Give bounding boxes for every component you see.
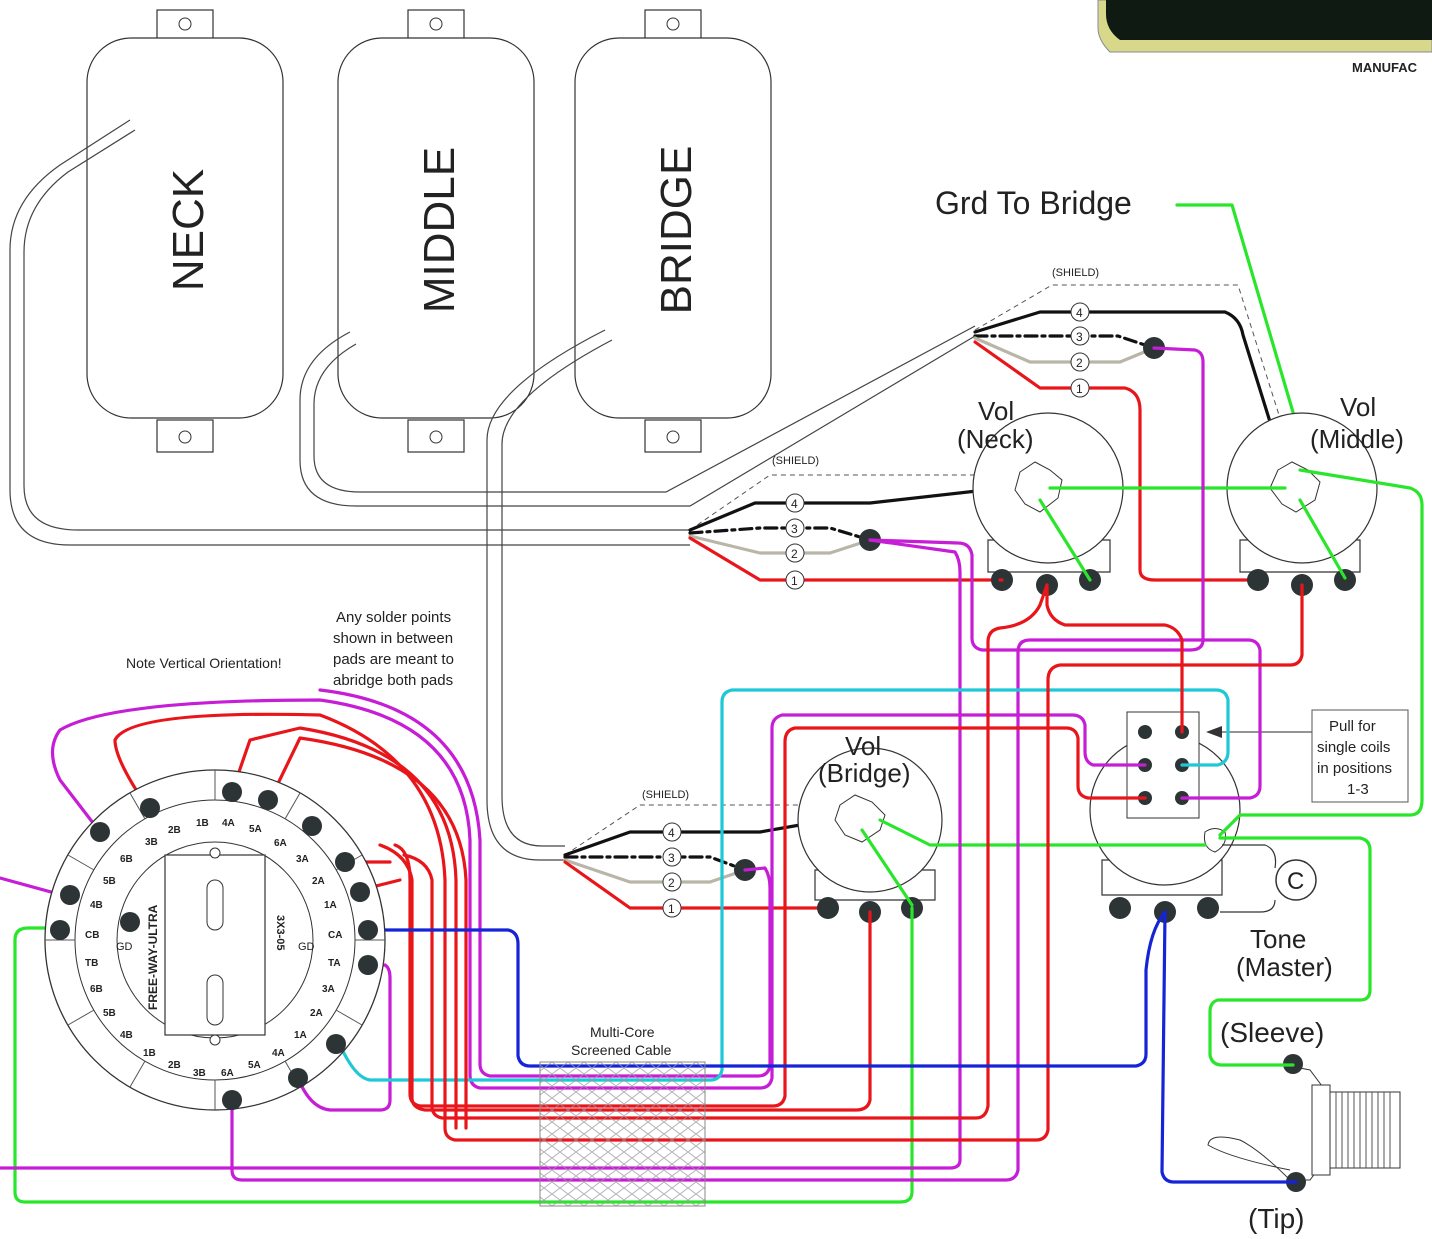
note-solder: Any solder points shown in between pads … xyxy=(333,609,454,689)
sw-lbl-t6: 2A xyxy=(312,876,325,887)
wire-num-1a: 1 xyxy=(1076,382,1083,396)
sw-lbl-r3: 2A xyxy=(310,1008,323,1019)
pot-vol-neck: Vol (Neck) xyxy=(957,396,1124,596)
cable-label-1: Multi-Core xyxy=(590,1024,655,1040)
output-jack: (Sleeve) (Tip) xyxy=(1207,1017,1401,1234)
sw-lbl-l6: 6B xyxy=(90,984,103,995)
wire-num-4b: 4 xyxy=(791,497,798,511)
wire-num-4a: 4 xyxy=(1076,306,1083,320)
pot-middle-line2: (Middle) xyxy=(1310,424,1404,454)
sw-lbl-r2: 3A xyxy=(322,984,335,995)
solder-line2: shown in between xyxy=(333,630,453,647)
note-orientation: Note Vertical Orientation! xyxy=(126,655,282,671)
sw-lbl-r6: 5A xyxy=(248,1060,261,1071)
sw-lbl-t0: 2B xyxy=(168,825,181,836)
sw-lbl-t2: 4A xyxy=(222,818,235,829)
capacitor: C xyxy=(1220,844,1317,913)
pickup-neck: NECK xyxy=(86,9,284,453)
sw-lbl-t4: 6A xyxy=(274,838,287,849)
wires xyxy=(0,346,1424,1204)
pot-middle-line1: Vol xyxy=(1340,392,1376,422)
sw-lbl-t5: 3A xyxy=(296,854,309,865)
ground-label: Grd To Bridge xyxy=(935,185,1132,221)
wire-num-2b: 2 xyxy=(791,547,798,561)
sw-lbl-t1: 1B xyxy=(196,818,209,829)
switch-gd-left: GD xyxy=(116,941,133,953)
switch-model: 3X3-05 xyxy=(274,915,286,950)
pot-neck-line1: Vol xyxy=(978,396,1014,426)
pot-tone-master: Tone (Master) xyxy=(1089,711,1333,982)
cable-label-2: Screened Cable xyxy=(571,1042,672,1058)
sw-lbl-l10: 2B xyxy=(168,1060,181,1071)
capacitor-label: C xyxy=(1287,868,1304,895)
logo: MANUFAC xyxy=(1097,0,1432,75)
sw-lbl-r4: 1A xyxy=(294,1030,307,1041)
solder-line1: Any solder points xyxy=(336,609,451,626)
wire-num-3a: 3 xyxy=(1076,330,1083,344)
switch-name: FREE-WAY-ULTRA xyxy=(146,904,160,1010)
jack-tip-label: (Tip) xyxy=(1248,1203,1305,1234)
sw-lbl-l5: TB xyxy=(85,958,98,969)
wire-num-4c: 4 xyxy=(668,826,675,840)
pickup-middle-label: MIDDLE xyxy=(415,147,464,313)
pull-line3: in positions xyxy=(1317,760,1392,777)
pull-line2: single coils xyxy=(1317,739,1390,756)
sw-lbl-l1: 6B xyxy=(120,854,133,865)
switch-free-way-ultra: FREE-WAY-ULTRA 3X3-05 GD GD 3B 6B 5B 4B … xyxy=(44,769,386,1111)
switch-gd-right: GD xyxy=(298,941,315,953)
pickup-bridge-label: BRIDGE xyxy=(652,146,701,315)
wire-num-3c: 3 xyxy=(668,851,675,865)
sw-lbl-l4: CB xyxy=(85,930,99,941)
solder-line3: pads are meant to xyxy=(333,651,454,668)
sw-lbl-t7: 1A xyxy=(324,900,337,911)
pickup-neck-label: NECK xyxy=(164,169,213,291)
pot-bridge-line2: (Bridge) xyxy=(818,758,910,788)
wire-num-2a: 2 xyxy=(1076,356,1083,370)
pot-vol-middle: Vol (Middle) xyxy=(1226,392,1404,596)
cable-head-neck: (SHIELD) 4 3 2 1 xyxy=(688,455,1032,590)
pot-vol-bridge: Vol (Bridge) xyxy=(797,731,943,923)
logo-text: MANUFAC xyxy=(1352,60,1418,75)
sw-lbl-l0: 3B xyxy=(145,837,158,848)
cable-head-middle: (SHIELD) 4 3 2 1 xyxy=(973,267,1291,582)
wire-num-1b: 1 xyxy=(791,574,798,588)
sw-lbl-l9: 1B xyxy=(143,1048,156,1059)
pull-line4: 1-3 xyxy=(1347,781,1369,798)
screened-cable: Multi-Core Screened Cable xyxy=(571,1024,672,1058)
sw-lbl-r0: CA xyxy=(328,930,342,941)
pickup-bridge: BRIDGE xyxy=(574,9,772,453)
sw-lbl-r1: TA xyxy=(328,958,341,969)
sw-lbl-l3: 4B xyxy=(90,900,103,911)
sw-lbl-l7: 5B xyxy=(103,1008,116,1019)
wire-num-3b: 3 xyxy=(791,522,798,536)
screened-cable-sleeve xyxy=(539,1061,706,1207)
wire-num-2c: 2 xyxy=(668,876,675,890)
pickup-middle: MIDDLE xyxy=(337,9,535,453)
jack-sleeve-label: (Sleeve) xyxy=(1220,1017,1324,1048)
pull-line1: Pull for xyxy=(1329,718,1376,735)
pickup-cables xyxy=(9,119,976,861)
sw-lbl-l11: 3B xyxy=(193,1068,206,1079)
sw-lbl-r5: 4A xyxy=(272,1048,285,1059)
shield-label-1: (SHIELD) xyxy=(1052,267,1099,279)
sw-lbl-l8: 4B xyxy=(120,1030,133,1041)
wire-num-1c: 1 xyxy=(668,902,675,916)
shield-label-2: (SHIELD) xyxy=(772,455,819,467)
pot-neck-line2: (Neck) xyxy=(957,424,1034,454)
sw-lbl-t3: 5A xyxy=(249,824,262,835)
sw-lbl-l2: 5B xyxy=(103,876,116,887)
pot-bridge-line1: Vol xyxy=(845,731,881,761)
solder-line4: abridge both pads xyxy=(333,672,453,689)
shield-label-3: (SHIELD) xyxy=(642,789,689,801)
pot-tone-line1: Tone xyxy=(1250,924,1306,954)
pot-tone-line2: (Master) xyxy=(1236,952,1333,982)
sw-lbl-r7: 6A xyxy=(221,1068,234,1079)
